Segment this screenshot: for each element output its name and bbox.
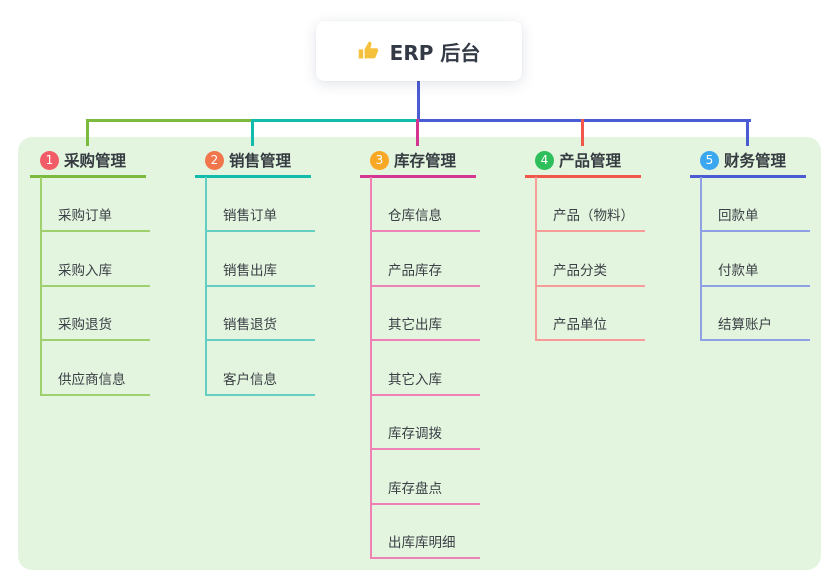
- branch-topic-3[interactable]: 3 库存管理: [370, 148, 456, 172]
- branch-item[interactable]: 销售出库: [205, 261, 315, 287]
- branch-number-badge: 1: [40, 150, 59, 170]
- connector-horizontal-left: [86, 119, 254, 122]
- branch-topic-4[interactable]: 4 产品管理: [535, 148, 621, 172]
- branch-drop-line: [581, 119, 584, 146]
- branch-topic-label: 产品管理: [559, 152, 622, 170]
- branch-topic-label: 财务管理: [724, 152, 787, 170]
- branch-item[interactable]: 结算账户: [700, 315, 810, 341]
- branch-item[interactable]: 出库库明细: [370, 533, 480, 559]
- branch-number-badge: 4: [535, 150, 554, 170]
- branch-drop-line: [416, 119, 419, 146]
- branch-item[interactable]: 客户信息: [205, 370, 315, 396]
- branch-item[interactable]: 供应商信息: [40, 370, 150, 396]
- branch-item[interactable]: 产品分类: [535, 261, 645, 287]
- branch-item[interactable]: 产品库存: [370, 261, 480, 287]
- branch-topic-2[interactable]: 2 销售管理: [205, 148, 291, 172]
- branch-topic-label: 销售管理: [229, 152, 292, 170]
- mindmap-panel: [18, 137, 821, 570]
- branch-drop-line: [86, 119, 89, 146]
- branch-item[interactable]: 回款单: [700, 206, 810, 232]
- branch-topic-underline: [525, 175, 641, 178]
- branch-drop-line: [746, 119, 749, 146]
- thumbs-up-icon: [358, 40, 380, 62]
- branch-item[interactable]: 销售退货: [205, 315, 315, 341]
- branch-item[interactable]: 采购入库: [40, 261, 150, 287]
- branch-number-badge: 5: [700, 150, 719, 170]
- branch-item[interactable]: 采购退货: [40, 315, 150, 341]
- branch-item[interactable]: 产品（物料）: [535, 206, 645, 232]
- branch-number-badge: 3: [370, 150, 389, 170]
- root-connector-vertical: [417, 80, 420, 122]
- branch-item[interactable]: 采购订单: [40, 206, 150, 232]
- branch-number-badge: 2: [205, 150, 224, 170]
- branch-topic-label: 库存管理: [394, 152, 457, 170]
- branch-item[interactable]: 仓库信息: [370, 206, 480, 232]
- connector-horizontal-middle: [253, 119, 419, 122]
- branch-item[interactable]: 库存盘点: [370, 479, 480, 505]
- branch-item[interactable]: 销售订单: [205, 206, 315, 232]
- branch-item[interactable]: 库存调拨: [370, 424, 480, 450]
- branch-drop-line: [251, 119, 254, 146]
- branch-item[interactable]: 其它出库: [370, 315, 480, 341]
- branch-trunk-line: [700, 177, 702, 341]
- branch-trunk-line: [535, 177, 537, 341]
- connector-horizontal-right: [418, 119, 751, 122]
- root-title: ERP 后台: [389, 40, 481, 65]
- branch-item[interactable]: 其它入库: [370, 370, 480, 396]
- root-node[interactable]: ERP 后台: [316, 21, 522, 81]
- branch-item[interactable]: 付款单: [700, 261, 810, 287]
- branch-topic-label: 采购管理: [64, 152, 127, 170]
- branch-trunk-line: [370, 177, 372, 559]
- branch-topic-underline: [360, 175, 476, 178]
- branch-topic-1[interactable]: 1 采购管理: [40, 148, 126, 172]
- branch-topic-underline: [195, 175, 311, 178]
- branch-item[interactable]: 产品单位: [535, 315, 645, 341]
- branch-topic-underline: [30, 175, 146, 178]
- branch-topic-5[interactable]: 5 财务管理: [700, 148, 786, 172]
- branch-topic-underline: [690, 175, 806, 178]
